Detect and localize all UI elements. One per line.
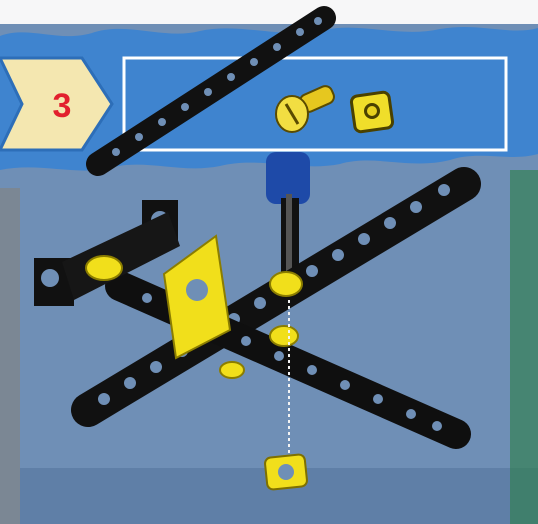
right-wall — [510, 170, 538, 524]
top-margin — [0, 0, 538, 24]
square-nut-icon — [351, 92, 394, 133]
left-wall — [0, 188, 20, 524]
step-number: 3 — [53, 87, 72, 125]
bottom-square-nut-icon — [264, 454, 307, 490]
